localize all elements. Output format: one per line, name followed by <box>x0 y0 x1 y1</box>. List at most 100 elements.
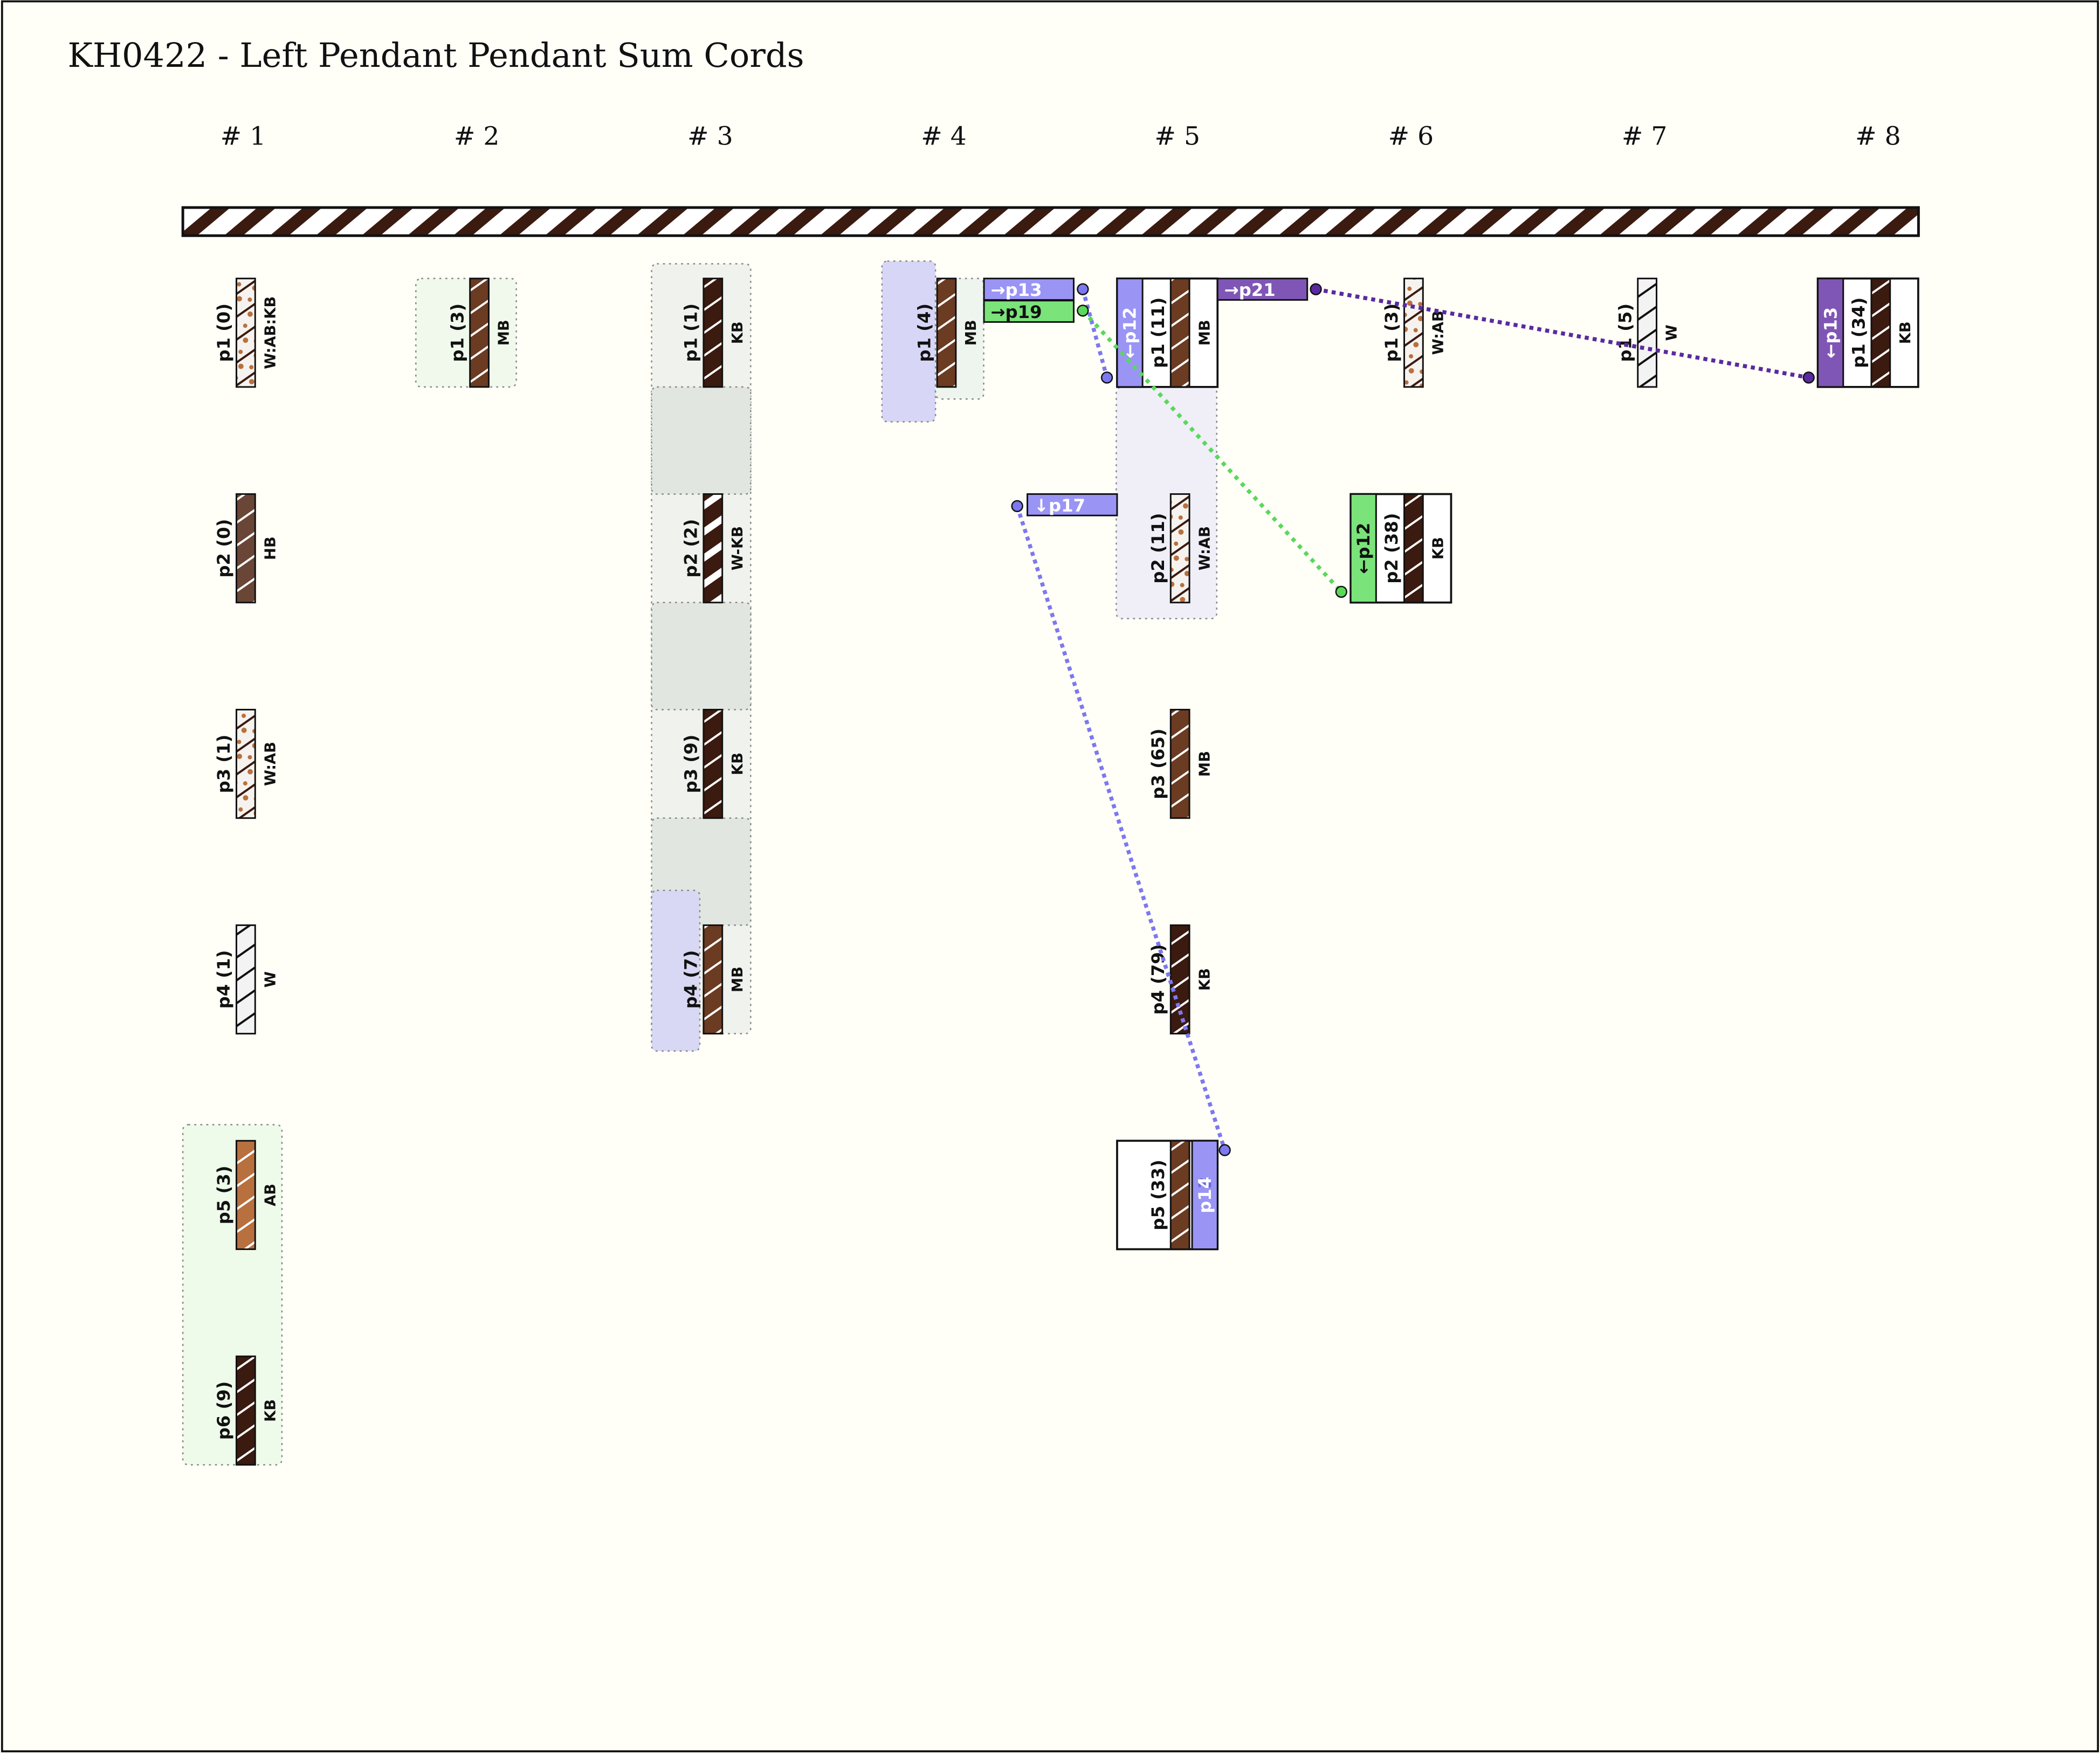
color-code: KB <box>1430 537 1447 560</box>
group-header: # 7 <box>1622 121 1668 151</box>
cord-strand <box>235 1140 256 1251</box>
color-code: MB <box>496 320 513 346</box>
cord-8-1[interactable]: p1 (34) KB ←p13 <box>1816 277 1919 388</box>
cord-4-1[interactable]: p1 (4)MB→p13→p19 <box>914 278 1075 388</box>
color-code: W:AB <box>1196 526 1213 570</box>
cord-label: p3 (1) <box>214 735 234 793</box>
color-code: MB <box>1196 751 1213 777</box>
cord-label: p1 (5) <box>1615 303 1635 362</box>
cord-label: p4 (7) <box>680 950 701 1009</box>
cord-label: p1 (0) <box>214 303 234 362</box>
cord-1-5[interactable]: p5 (3)AB <box>214 1140 279 1251</box>
sum-links <box>1011 283 1815 1156</box>
cord-1-1[interactable]: p1 (0) W:AB:KB <box>214 278 279 388</box>
cord-label: p2 (11) <box>1148 513 1168 584</box>
incoming-sum-label: ←p12 <box>1353 523 1374 574</box>
cord-3-2[interactable]: p2 (2) W-KB <box>680 493 746 604</box>
cord-label: p6 (9) <box>214 1381 234 1440</box>
color-code: HB <box>263 536 279 560</box>
color-code: W <box>1664 324 1681 341</box>
page-title: KH0422 - Left Pendant Pendant Sum Cords <box>68 36 804 75</box>
cord-label: p1 (3) <box>447 303 467 362</box>
group-header: # 1 <box>221 121 266 151</box>
cord-strand <box>469 278 490 388</box>
cord-2-1[interactable]: p1 (3) MB <box>447 278 513 388</box>
outgoing-sum-label: ↓p17 <box>1034 495 1085 516</box>
color-code: MB <box>963 320 980 346</box>
color-code: MB <box>729 966 746 992</box>
cord-strand <box>1637 278 1657 388</box>
link-endpoint-dot[interactable] <box>1335 585 1347 598</box>
color-code: W:AB <box>263 742 279 786</box>
sum-label: p14 <box>1195 1177 1215 1213</box>
cord-label: p1 (3) <box>1381 303 1402 362</box>
cord-6-2[interactable]: p2 (38)KB←p12 <box>1349 493 1452 604</box>
group-2-sum-region <box>415 278 517 388</box>
group-header: # 6 <box>1388 121 1434 151</box>
cord-strand <box>235 278 256 388</box>
cord-strand <box>1870 278 1891 388</box>
cord-strand <box>703 709 724 819</box>
overlap-sum-label: p13 <box>1195 1177 1215 1213</box>
outgoing-sum-tag[interactable] <box>1216 278 1309 301</box>
cord-label: p3 (65) <box>1148 728 1168 799</box>
link-endpoint-dot[interactable] <box>1077 305 1089 317</box>
cord-label: p4 (79) <box>1148 944 1168 1014</box>
color-code: KB <box>1897 321 1914 344</box>
group-3-gap <box>651 602 752 710</box>
cord-1-3[interactable]: p3 (1) W:AB <box>214 709 279 819</box>
cord-3-1[interactable]: p1 (1) KB <box>680 278 746 388</box>
color-code: W:AB <box>1430 310 1447 355</box>
group-5-sum-region <box>1116 386 1217 619</box>
cord-label: p2 (2) <box>680 519 701 578</box>
cord-3-3[interactable]: p3 (9)KB <box>680 709 746 819</box>
cord-strand <box>703 924 724 1035</box>
link-endpoint-dot[interactable] <box>1077 283 1089 295</box>
cord-label: p5 (33) <box>1148 1159 1168 1230</box>
group-4-overlay <box>881 260 937 423</box>
cord-6-1[interactable]: p1 (3) W:AB <box>1381 278 1447 388</box>
group-header: # 4 <box>921 121 967 151</box>
color-code: W:AB:KB <box>263 296 279 369</box>
pendant-cords: p1 (0) W:AB:KB p2 (0)HB p3 (1) W:AB p4 (1)W p5… <box>214 277 1919 1466</box>
cord-1-6[interactable]: p6 (9)KB <box>214 1355 279 1466</box>
cord-strand <box>1169 709 1190 819</box>
cord-5-2[interactable]: p2 (11) W:AB ↓p17 <box>1027 493 1214 604</box>
cord-1-4[interactable]: p4 (1)W <box>214 924 279 1035</box>
outgoing-sum-tag[interactable] <box>1027 493 1118 516</box>
link-endpoint-dot[interactable] <box>1011 500 1023 513</box>
outgoing-sum-label: →p19 <box>990 302 1042 322</box>
color-code: W-KB <box>729 526 746 570</box>
cord-strand <box>1403 493 1424 604</box>
cord-5-4[interactable]: p4 (79) KB <box>1148 924 1213 1035</box>
cord-strand <box>1169 924 1190 1035</box>
incoming-sum-label: ←p13 <box>1820 307 1841 358</box>
cord-label: p1 (34) <box>1848 298 1869 368</box>
cord-5-3[interactable]: p3 (65) MB <box>1148 709 1213 819</box>
cord-label: p1 (1) <box>680 303 701 362</box>
link-endpoint-dot[interactable] <box>1310 283 1322 295</box>
cord-7-1[interactable]: p1 (5) W <box>1615 278 1681 388</box>
cord-strand <box>703 493 724 604</box>
link-endpoint-dot[interactable] <box>1218 1144 1231 1156</box>
color-code: KB <box>1196 968 1213 991</box>
cord-label: p3 (9) <box>680 735 701 793</box>
group-headers: # 1# 2# 3# 4# 5# 6# 7# 8 <box>221 121 1901 151</box>
cord-strand <box>1403 278 1424 388</box>
outgoing-sum-tag[interactable] <box>983 300 1075 323</box>
outgoing-sum-label: →p13 <box>990 280 1042 300</box>
cord-3-4[interactable]: p4 (7) MB <box>680 924 746 1035</box>
group-3-gap <box>651 386 752 495</box>
link-endpoint-dot[interactable] <box>1802 371 1815 384</box>
color-code: KB <box>729 321 746 344</box>
link-endpoint-dot[interactable] <box>1100 371 1113 384</box>
cord-1-2[interactable]: p2 (0)HB <box>214 493 279 604</box>
outgoing-sum-label: →p21 <box>1224 280 1276 300</box>
link-p21-p13 <box>1315 287 1809 380</box>
cord-strand <box>1169 278 1190 388</box>
incoming-sum-tag <box>1817 278 1844 388</box>
group-1-sum-region <box>182 1124 283 1466</box>
